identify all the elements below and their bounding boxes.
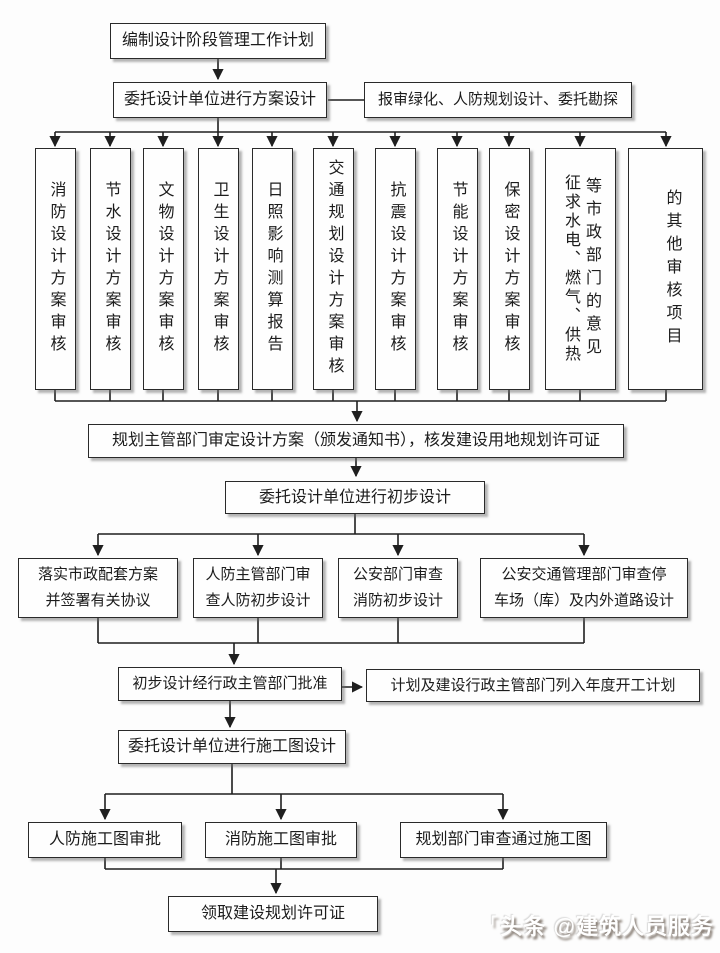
side-label: 计划及建设行政主管部门列入年度开工计划	[390, 677, 676, 694]
column-label-continued: 等市政部门的意见	[583, 177, 600, 361]
review-line1: 人防主管部门审	[205, 567, 311, 583]
side-annual-commencement-plan: 计划及建设行政主管部门列入年度开工计划	[366, 669, 700, 702]
column-label: 的其他审核项目	[663, 188, 681, 350]
review-planning-drawing: 规划部门审查通过施工图	[400, 822, 607, 858]
review-column-cultural-relics: 文物设计方案审核	[143, 148, 184, 390]
review-parking-roads: 公安交通管理部门审查停 车场（库）及内外道路设计	[480, 558, 688, 618]
toutiao-logo-icon: 「	[482, 915, 499, 932]
side-report-greening-civil-defense-survey: 报审绿化、人防规划设计、委托勘探	[364, 82, 632, 118]
watermark-handle: @建筑人员服务	[553, 914, 714, 939]
review-fire-drawing: 消防施工图审批	[205, 822, 357, 858]
review-civil-defense-preliminary: 人防主管部门审 查人防初步设计	[193, 558, 323, 618]
step-scheme-design: 委托设计单位进行方案设计	[113, 82, 327, 118]
column-label: 交通规划设计方案审核	[325, 159, 343, 379]
step-label: 领取建设规划许可证	[200, 905, 345, 922]
step-label: 委托设计单位进行施工图设计	[127, 738, 336, 755]
review-column-water-saving: 节水设计方案审核	[90, 148, 131, 390]
review-label: 规划部门审查通过施工图	[415, 831, 592, 848]
review-column-sunlight-impact: 日照影响测算报告	[252, 148, 293, 390]
review-column-fire-protection: 消防设计方案审核	[35, 148, 76, 390]
step-planning-authority-approval: 规划主管部门审定设计方案（颁发通知书），核发建设用地规划许可证	[88, 424, 624, 458]
review-column-sanitation: 卫生设计方案审核	[198, 148, 239, 390]
watermark: 「头条 @建筑人员服务	[482, 909, 714, 941]
review-label: 人防施工图审批	[48, 831, 161, 848]
column-label: 消防设计方案审核	[47, 181, 65, 357]
column-label: 日照影响测算报告	[264, 181, 282, 357]
review-line2: 并签署有关协议	[45, 593, 151, 609]
review-column-energy-saving: 节能设计方案审核	[437, 148, 478, 390]
column-label: 征求水电、燃气、供热	[562, 174, 579, 364]
review-label: 消防施工图审批	[224, 831, 337, 848]
review-civil-defense-drawing: 人防施工图审批	[28, 822, 182, 858]
review-line2: 消防初步设计	[352, 593, 443, 609]
review-municipal-supporting-agreements: 落实市政配套方案 并签署有关协议	[18, 558, 178, 618]
review-column-municipal-opinions: 征求水电、燃气、供热 等市政部门的意见	[545, 148, 616, 390]
step-preliminary-approval: 初步设计经行政主管部门批准	[118, 667, 342, 701]
review-line1: 公安交通管理部门审查停	[501, 567, 667, 583]
step-label: 编制设计阶段管理工作计划	[121, 32, 314, 49]
step-label: 委托设计单位进行方案设计	[123, 91, 316, 108]
step-label: 初步设计经行政主管部门批准	[132, 676, 328, 692]
step-obtain-planning-permit: 领取建设规划许可证	[168, 896, 378, 932]
review-column-other-items: 的其他审核项目	[628, 148, 703, 390]
review-line2: 查人防初步设计	[205, 593, 311, 609]
column-label: 节水设计方案审核	[102, 181, 120, 357]
review-column-confidentiality: 保密设计方案审核	[489, 148, 530, 390]
review-column-traffic-planning: 交通规划设计方案审核	[313, 148, 354, 390]
column-label: 节能设计方案审核	[449, 181, 467, 357]
step-label: 委托设计单位进行初步设计	[258, 488, 451, 506]
column-label: 抗震设计方案审核	[387, 181, 405, 357]
step-preliminary-design: 委托设计单位进行初步设计	[225, 481, 485, 514]
review-line1: 公安部门审查	[352, 567, 443, 583]
side-label: 报审绿化、人防规划设计、委托勘探	[377, 92, 618, 108]
review-column-seismic: 抗震设计方案审核	[375, 148, 416, 390]
review-line2: 车场（库）及内外道路设计	[493, 593, 674, 609]
column-label: 卫生设计方案审核	[210, 181, 228, 357]
step-construction-drawing-design: 委托设计单位进行施工图设计	[118, 730, 346, 764]
watermark-platform: 头条	[500, 914, 547, 939]
column-label: 保密设计方案审核	[501, 181, 519, 357]
column-label: 文物设计方案审核	[155, 181, 173, 357]
step-label: 规划主管部门审定设计方案（颁发通知书），核发建设用地规划许可证	[111, 432, 600, 449]
review-line1: 落实市政配套方案	[37, 567, 158, 583]
review-fire-preliminary: 公安部门审查 消防初步设计	[338, 558, 458, 618]
step-compile-management-plan: 编制设计阶段管理工作计划	[110, 23, 326, 59]
